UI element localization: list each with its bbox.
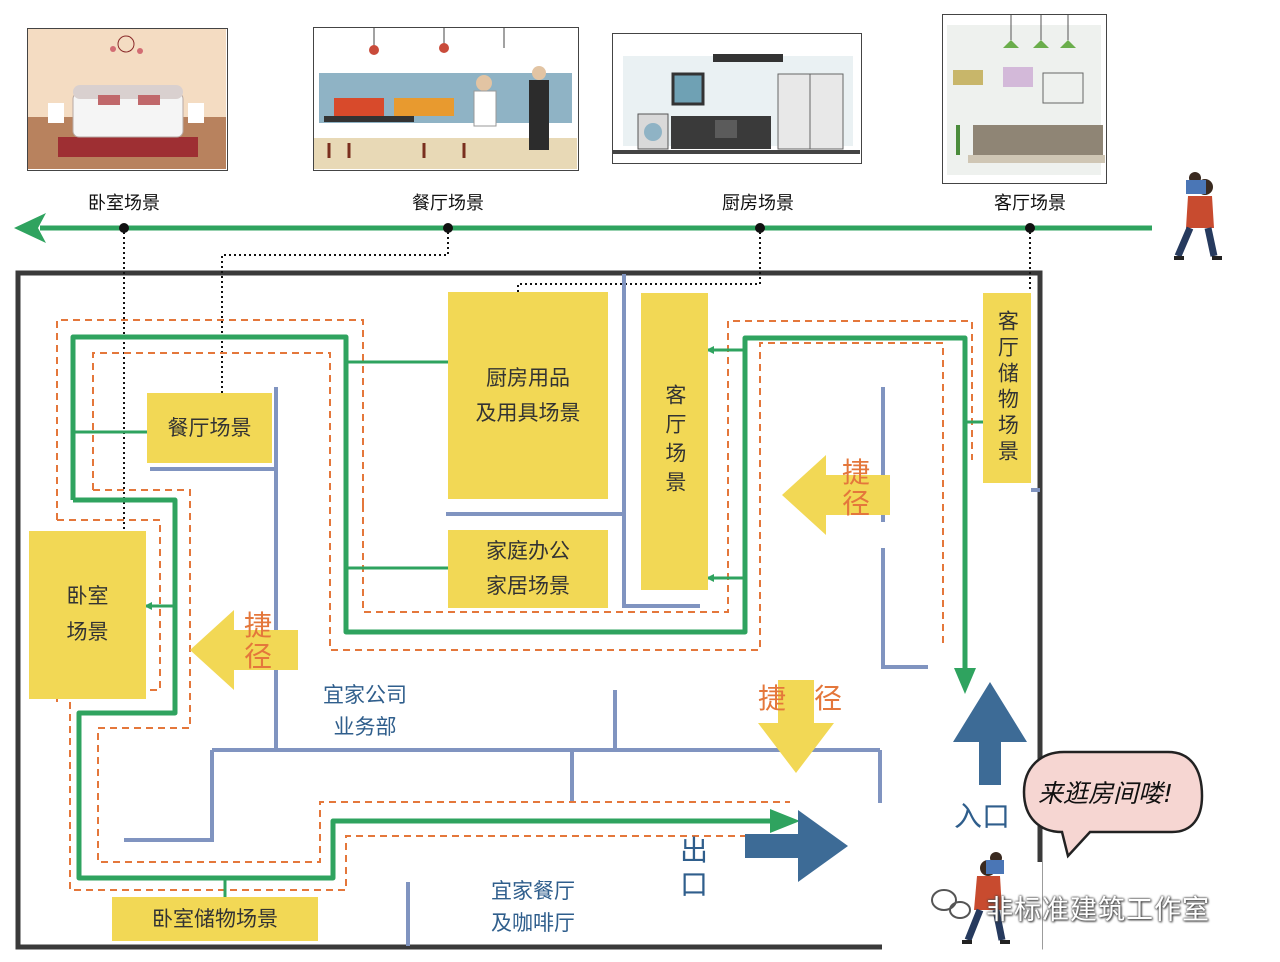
zone-living: 客厅场景 [641,293,708,590]
scene-label-bedroom: 卧室场景 [88,193,160,214]
interior-walls [124,274,1040,946]
zone-bedroom-line1: 卧室 [66,584,109,609]
shortcut-label-left: 捷 径 [244,609,273,673]
shortcut-label-right: 捷 径 [842,456,871,520]
shortcut-center-char2: 径 [814,682,843,715]
zone-living-text: 客厅场景 [662,383,687,500]
zone-bedroom-storage: 卧室储物场景 [112,897,318,941]
shortcut-right-char2: 径 [842,486,871,520]
speech-bubble-text: 来逛房间喽! [1038,779,1174,808]
watermark-text: 非标准建筑工作室 [986,895,1210,926]
zone-kitchen: 厨房用品 及用具场景 [448,292,608,499]
exit-arrow [745,810,848,882]
dining-room-illustration [313,27,579,171]
area-company-line2: 业务部 [333,714,397,739]
speech-bubble-shape [1022,750,1204,859]
wechat-icon [931,889,971,919]
area-cafe-line1: 宜家餐厅 [491,879,575,903]
zone-home-office-line2: 家居场景 [486,574,570,598]
entrance-arrow [953,682,1027,785]
zone-living-storage-text: 客厅储物场景 [995,310,1020,466]
shortcut-arrows [190,455,890,773]
area-company-line1: 宜家公司 [323,683,407,707]
timeline [14,213,1152,243]
area-company: 宜家公司 业务部 [300,680,430,743]
exit-label-char1: 出 [680,834,709,867]
zone-bedroom-line2: 场景 [66,620,109,644]
green-route [70,334,968,881]
dotted-connectors [123,232,1031,538]
shortcut-left-char2: 径 [244,639,273,673]
area-cafe: 宜家餐厅 及咖啡厅 [468,876,598,939]
zone-home-office: 家庭办公 家居场景 [448,530,608,608]
zone-kitchen-line1: 厨房用品 [486,365,570,390]
zone-dining: 餐厅场景 [147,393,272,463]
bedroom-illustration [27,28,228,171]
dashed-route-guides [56,319,973,891]
walking-family-icon-bottom [962,852,1010,944]
exit-label: 出 口 [680,834,708,901]
shortcut-left-char1: 捷 [244,609,273,642]
zone-home-office-line1: 家庭办公 [486,539,570,564]
zone-bedroom: 卧室 场景 [29,531,146,699]
exit-label-char2: 口 [680,867,709,901]
shortcut-center-char1: 捷 [758,682,787,715]
green-route-arrowheads [770,668,976,833]
shortcut-label-center: 捷 径 [758,682,843,715]
shortcut-right-char1: 捷 [842,456,871,489]
scene-label-dining: 餐厅场景 [412,193,484,214]
building-outline [15,270,1043,950]
entrance-label: 入口 [954,800,1011,833]
area-cafe-line2: 及咖啡厅 [491,910,575,935]
zone-living-storage: 客厅储物场景 [983,293,1031,483]
walking-family-icon-top [1174,172,1222,260]
living-room-illustration [942,14,1107,184]
zone-kitchen-line2: 及用具场景 [475,400,581,425]
scene-label-living: 客厅场景 [994,193,1066,214]
green-branch-arrows [73,346,998,912]
building-entry-gap [882,862,1042,952]
scene-label-kitchen: 厨房场景 [722,193,794,214]
kitchen-illustration [612,33,862,164]
